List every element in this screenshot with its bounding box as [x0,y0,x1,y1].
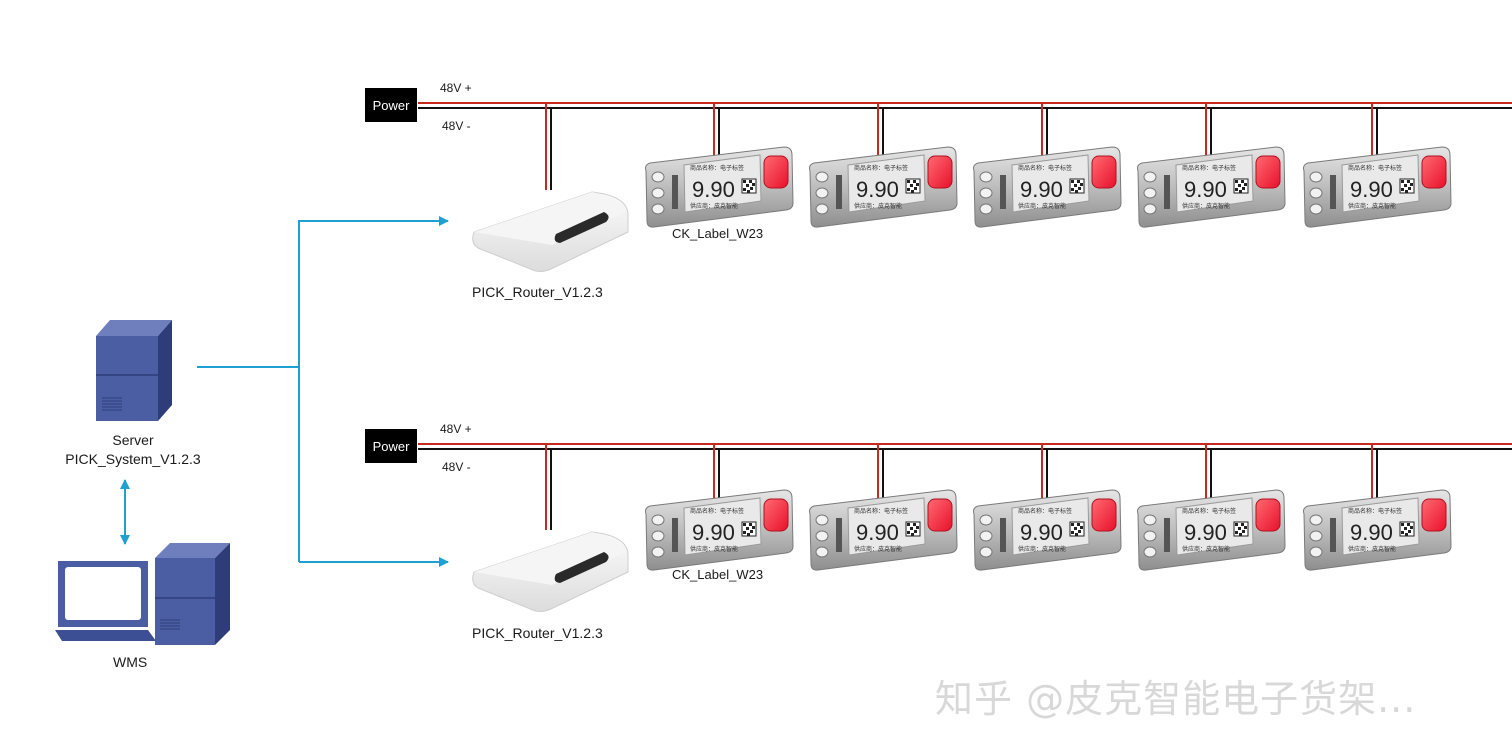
label-supplier-field: 供应商：皮克智能 [690,202,738,210]
qr-code-icon [905,178,921,194]
computer-workstation-icon [55,543,230,645]
label-product-field: 商品名称：电子标签 [1348,507,1402,515]
router-label: PICK_Router_V1.2.3 [472,625,603,641]
server-tower-icon [96,320,172,421]
label-price: 9.90 [856,520,899,545]
power-bus-bottom [418,443,1512,530]
qr-code-icon [1399,521,1415,537]
label-product-field: 商品名称：电子标签 [1348,164,1402,172]
label-price: 9.90 [1184,520,1227,545]
label-supplier-field: 供应商：皮克智能 [1182,202,1230,210]
label-price: 9.90 [1350,520,1393,545]
label-devices: 商品名称：电子标签9.90供应商：皮克智能商品名称：电子标签9.90供应商：皮克… [645,103,1452,571]
label-supplier-field: 供应商：皮克智能 [854,545,902,553]
server-title: Server [112,432,154,448]
router-icon [472,531,629,612]
label-supplier-field: 供应商：皮克智能 [1182,545,1230,553]
voltage-plus-label: 48V + [440,422,472,436]
label-product-field: 商品名称：电子标签 [1018,507,1072,515]
router-label: PICK_Router_V1.2.3 [472,284,603,300]
power-supply-top: Power [365,88,417,122]
qr-code-icon [1233,521,1249,537]
label-price: 9.90 [1020,177,1063,202]
label-supplier-field: 供应商：皮克智能 [1348,545,1396,553]
qr-code-icon [1069,521,1085,537]
qr-code-icon [1069,178,1085,194]
label-price: 9.90 [1350,177,1393,202]
qr-code-icon [741,521,757,537]
label-product-field: 商品名称：电子标签 [854,164,908,172]
label-price: 9.90 [692,520,735,545]
label-supplier-field: 供应商：皮克智能 [1018,202,1066,210]
wms-label: WMS [113,654,148,670]
power-label: Power [372,438,410,454]
voltage-minus-label: 48V - [442,119,471,133]
label-product-field: 商品名称：电子标签 [1182,507,1236,515]
qr-code-icon [1399,178,1415,194]
router-icon [472,191,629,272]
qr-code-icon [741,178,757,194]
power-supply-bottom: Power [365,429,417,463]
network-lines [120,216,449,567]
label-price: 9.90 [1184,177,1227,202]
qr-code-icon [1233,178,1249,194]
label-product-field: 商品名称：电子标签 [1018,164,1072,172]
power-label: Power [372,97,410,113]
label-price: 9.90 [856,177,899,202]
qr-code-icon [905,521,921,537]
label-price: 9.90 [1020,520,1063,545]
label-product-field: 商品名称：电子标签 [690,164,744,172]
label-product-field: 商品名称：电子标签 [1182,164,1236,172]
label-product-field: 商品名称：电子标签 [854,507,908,515]
power-bus-top [418,102,1512,190]
server-system-name: PICK_System_V1.2.3 [65,451,201,467]
label-supplier-field: 供应商：皮克智能 [854,202,902,210]
voltage-minus-label: 48V - [442,460,471,474]
label-supplier-field: 供应商：皮克智能 [1018,545,1066,553]
label-price: 9.90 [692,177,735,202]
label-product-field: 商品名称：电子标签 [690,507,744,515]
label-supplier-field: 供应商：皮克智能 [1348,202,1396,210]
label-supplier-field: 供应商：皮克智能 [690,545,738,553]
label-device-name: CK_Label_W23 [672,226,764,241]
server-label: Server PICK_System_V1.2.3 [54,431,212,469]
voltage-plus-label: 48V + [440,81,472,95]
watermark: 知乎 @皮克智能电子货架... [935,677,1417,721]
label-device-name: CK_Label_W23 [672,567,764,582]
